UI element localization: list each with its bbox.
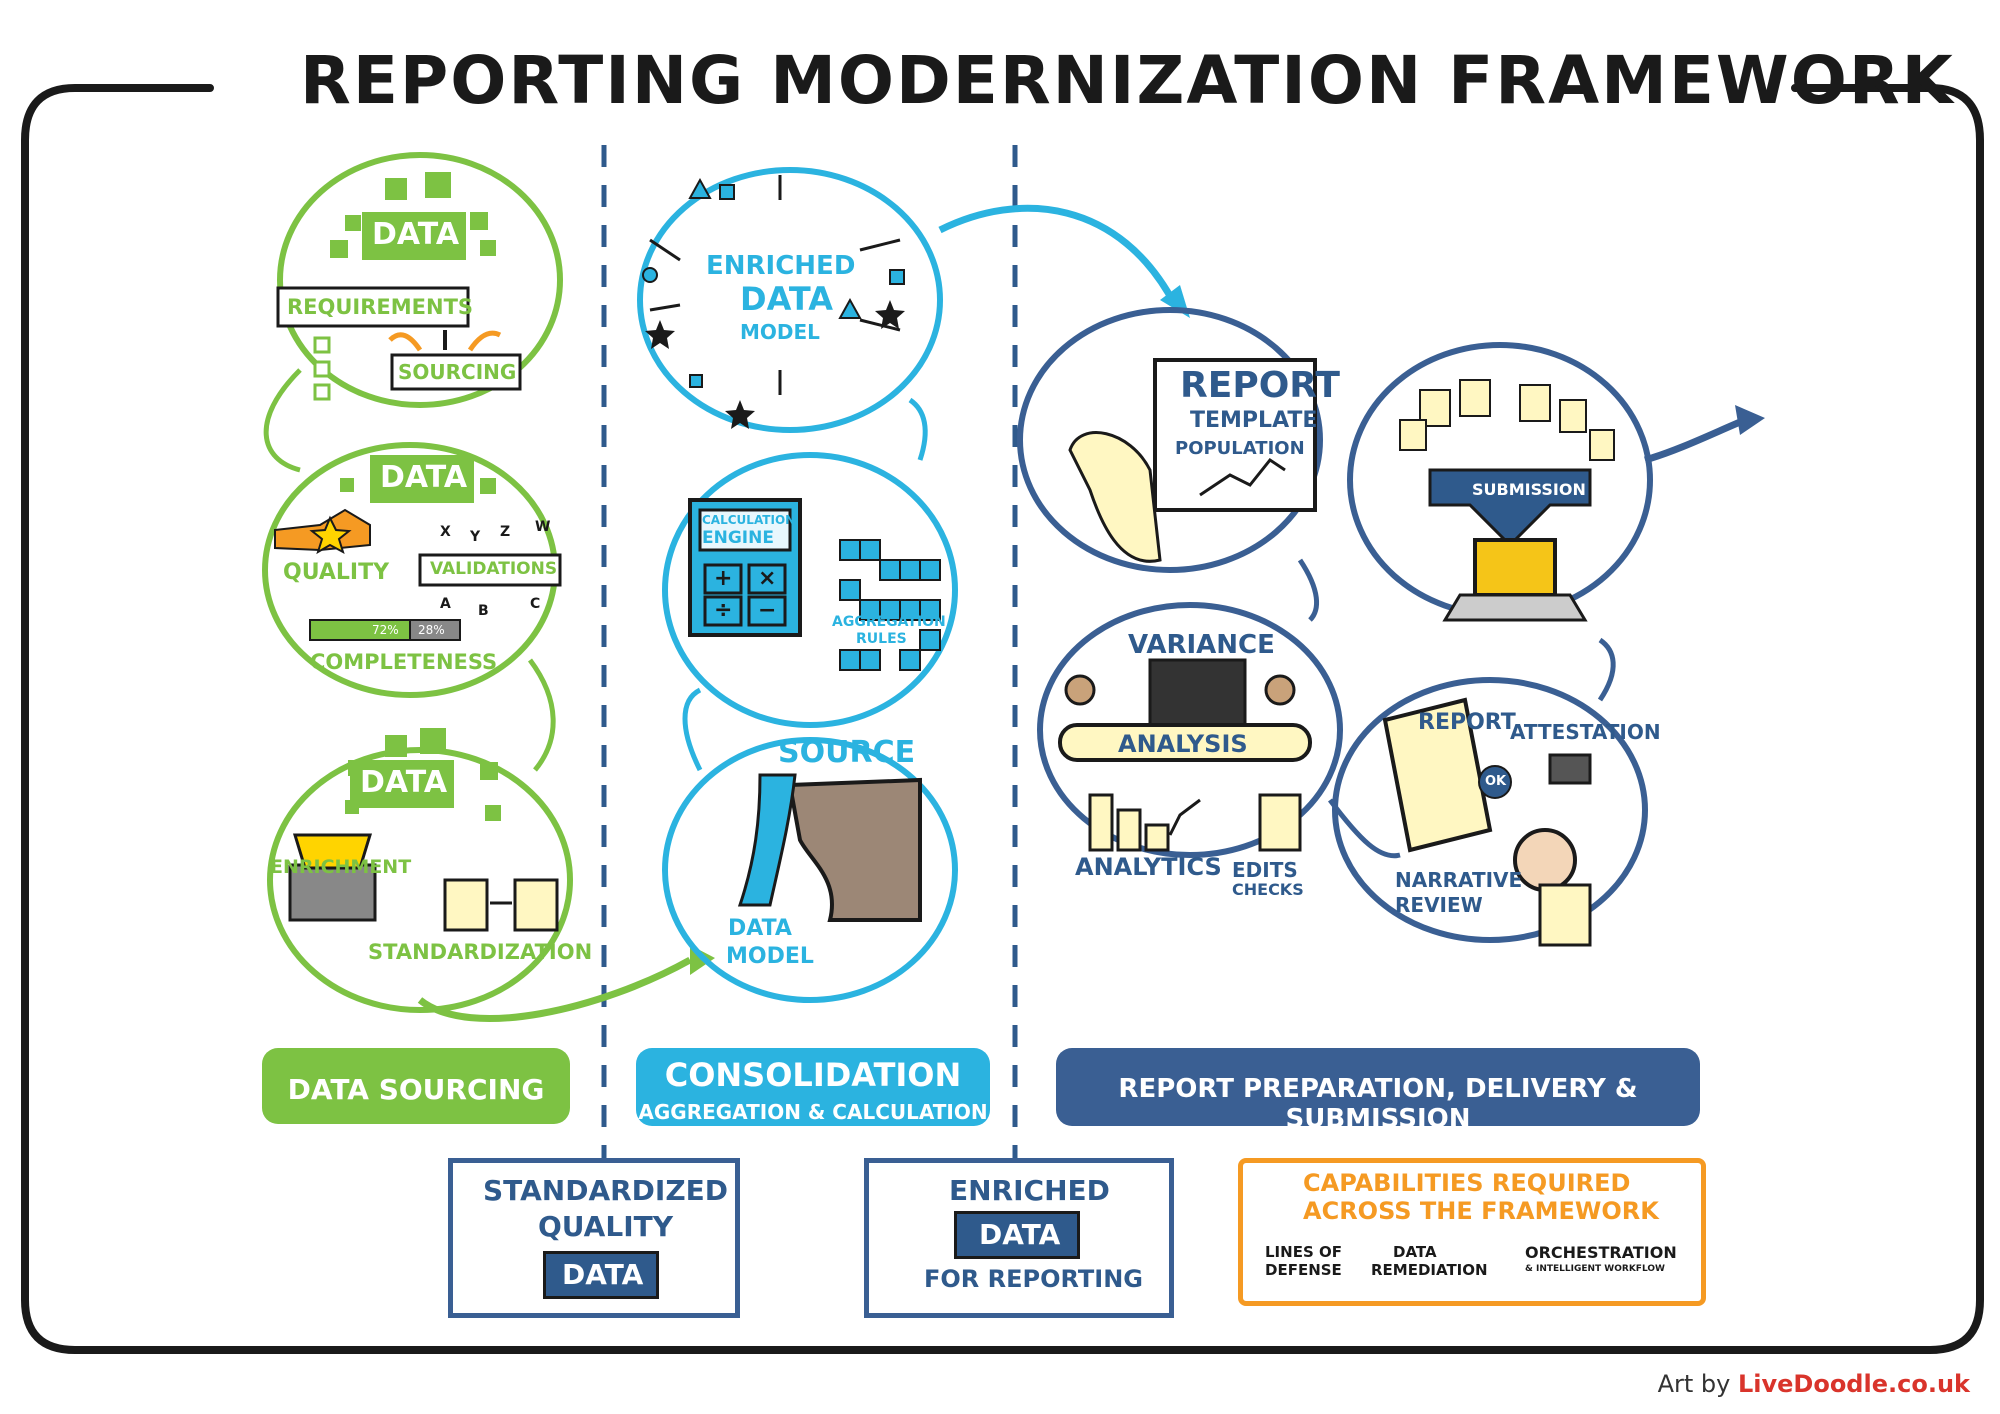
- enriched-label: ENRICHED: [706, 251, 856, 281]
- capability-data-remediation-1: DATA: [1393, 1243, 1437, 1261]
- outer-frame: [21, 84, 1984, 1354]
- letter-a: A: [440, 596, 451, 612]
- calc-key-plus: +: [714, 566, 733, 591]
- data-label-3: DATA: [360, 765, 448, 800]
- for-reporting-label: FOR REPORTING: [924, 1265, 1143, 1293]
- capability-lines-of-defense-1: LINES OF: [1265, 1243, 1342, 1261]
- standardized-quality-data-box: STANDARDIZED QUALITY DATA: [448, 1158, 740, 1318]
- validations-label: VALIDATIONS: [430, 559, 558, 579]
- rules-label: RULES: [856, 631, 907, 647]
- capability-orchestration-1: ORCHESTRATION: [1525, 1243, 1677, 1262]
- data-label-2: DATA: [380, 460, 468, 495]
- letter-c: C: [530, 596, 541, 612]
- analytics-label: ANALYTICS: [1075, 853, 1222, 881]
- requirements-label: REQUIREMENTS: [287, 295, 474, 319]
- enrichment-label: ENRICHMENT: [270, 856, 412, 878]
- standardized-label: STANDARDIZED: [483, 1174, 728, 1207]
- enriched-data-box: ENRICHED DATA FOR REPORTING: [864, 1158, 1174, 1318]
- laptop-icon: [1473, 538, 1557, 597]
- capability-orchestration-2: & INTELLIGENT WORKFLOW: [1525, 1264, 1665, 1274]
- bar-left-value: 72%: [372, 623, 399, 637]
- enriched-output-label: ENRICHED: [949, 1174, 1110, 1207]
- waterfall-shape: [737, 773, 797, 907]
- enriched-data-chip-label: DATA: [979, 1218, 1061, 1251]
- capabilities-box: CAPABILITIES REQUIRED ACROSS THE FRAMEWO…: [1238, 1158, 1706, 1306]
- bar-chart-icon: [1088, 793, 1170, 852]
- capability-data-remediation-2: REMEDIATION: [1371, 1261, 1488, 1279]
- data-label-1: DATA: [372, 217, 460, 252]
- enriched-data-label: DATA: [740, 280, 833, 318]
- treasure-chest-icon: [288, 863, 377, 922]
- aggregation-blocks: [839, 539, 941, 671]
- source-label: SOURCE: [778, 735, 916, 770]
- engine-label: ENGINE: [702, 528, 774, 548]
- template-label: TEMPLATE: [1190, 408, 1318, 433]
- completeness-label: COMPLETENESS: [310, 650, 498, 674]
- letter-y: Y: [470, 529, 481, 545]
- letter-w: W: [535, 519, 551, 535]
- enriched-data-chip: DATA: [954, 1211, 1080, 1259]
- fireworks-decoration: [649, 175, 901, 395]
- submission-arrow-icon: [1428, 468, 1592, 548]
- band-consolidation: CONSOLIDATION AGGREGATION & CALCULATION: [636, 1048, 990, 1126]
- page-title: REPORTING MODERNIZATION FRAMEWORK: [300, 42, 1955, 119]
- calc-key-minus: −: [758, 598, 777, 623]
- checklist-icon: [313, 336, 331, 401]
- quality-data-label: QUALITY: [538, 1210, 673, 1243]
- variance-label: VARIANCE: [1128, 630, 1275, 660]
- narrative-label: NARRATIVE: [1395, 868, 1523, 892]
- data-model-model-label: MODEL: [726, 944, 814, 969]
- letter-b: B: [478, 603, 489, 619]
- calc-key-times: ×: [758, 566, 777, 591]
- conveyor-belt: [1058, 723, 1312, 762]
- analysis-label: ANALYSIS: [1118, 730, 1248, 758]
- calculation-label: CALCULATION: [702, 513, 796, 527]
- band-data-sourcing: DATA SOURCING: [262, 1048, 570, 1124]
- report-doc-label: REPORT: [1418, 710, 1516, 735]
- capabilities-subtitle: ACROSS THE FRAMEWORK: [1303, 1197, 1659, 1225]
- submission-label: SUBMISSION: [1472, 480, 1586, 499]
- attestation-label: ATTESTATION: [1510, 720, 1661, 744]
- letter-x: X: [440, 524, 451, 540]
- person-reviewer-icon: [1513, 828, 1577, 892]
- standardization-label: STANDARDIZATION: [368, 940, 593, 964]
- band-consolidation-title: CONSOLIDATION: [664, 1056, 962, 1094]
- consolidation-arrows: [682, 204, 1190, 772]
- capabilities-title: CAPABILITIES REQUIRED: [1303, 1169, 1631, 1197]
- review-label: REVIEW: [1395, 893, 1483, 917]
- artist-credit: Art by LiveDoodle.co.uk: [1658, 1370, 1970, 1398]
- report-document-icon: [1382, 697, 1493, 853]
- credit-brand[interactable]: LiveDoodle.co.uk: [1737, 1370, 1970, 1398]
- ok-badge: OK: [1485, 774, 1507, 789]
- credit-prefix: Art by: [1657, 1370, 1731, 1398]
- aggregation-label: AGGREGATION: [832, 614, 946, 630]
- edits-label: EDITS: [1232, 858, 1298, 882]
- paper-stack-icon: [1399, 379, 1615, 461]
- band-report-label: REPORT PREPARATION, DELIVERY & SUBMISSIO…: [1118, 1074, 1638, 1134]
- cliff-shape: [787, 777, 922, 922]
- sourcing-label: SOURCING: [398, 360, 517, 384]
- consolidation-circles: [637, 167, 958, 1003]
- report-template-icon: [1153, 358, 1317, 512]
- data-chip: DATA: [543, 1251, 659, 1299]
- band-data-sourcing-label: DATA SOURCING: [287, 1073, 545, 1106]
- letter-z: Z: [500, 524, 511, 540]
- checks-label: CHECKS: [1232, 880, 1304, 899]
- data-model-data-label: DATA: [728, 916, 792, 941]
- data-chip-label: DATA: [562, 1258, 644, 1291]
- bar-right-value: 28%: [418, 623, 445, 637]
- calc-key-divide: ÷: [714, 598, 733, 623]
- band-consolidation-subtitle: AGGREGATION & CALCULATION: [638, 1100, 988, 1124]
- report-label: REPORT: [1180, 365, 1340, 406]
- capability-lines-of-defense-2: DEFENSE: [1265, 1261, 1342, 1279]
- population-label: POPULATION: [1175, 438, 1305, 459]
- enriched-model-label: MODEL: [740, 320, 820, 344]
- report-arrows: [1297, 405, 1765, 859]
- band-report: REPORT PREPARATION, DELIVERY & SUBMISSIO…: [1056, 1048, 1700, 1134]
- quality-label: QUALITY: [283, 560, 390, 585]
